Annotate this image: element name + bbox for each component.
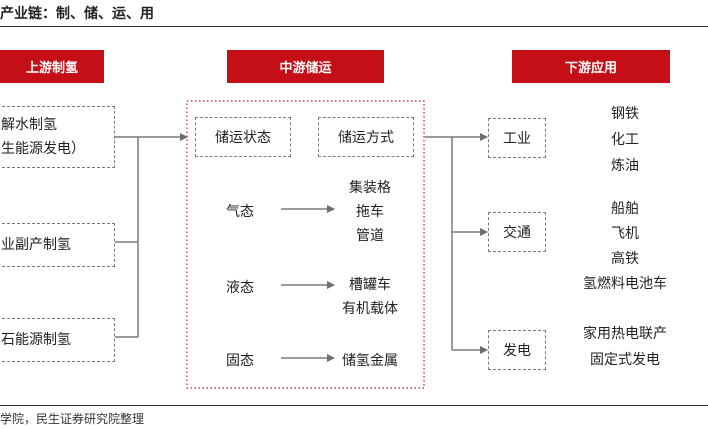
header-downstream: 下游应用 [512,50,670,83]
state-solid: 固态 [226,353,254,369]
use-item: 化工 [611,132,639,148]
upstream-line: 解水制氢 [1,117,57,133]
upstream-box-fossil: 石能源制氢 [0,318,115,362]
use-item: 船舶 [611,201,639,217]
header-upstream: 上游制氢 [0,50,104,83]
use-item: 家用热电联产 [583,326,667,342]
method-item: 槽罐车 [349,277,391,293]
method-item: 有机载体 [342,301,398,317]
method-item: 集装格 [349,180,391,196]
upstream-line: 石能源制氢 [1,332,71,348]
upstream-box-electrolysis: 解水制氢 生能源发电） [0,106,115,168]
use-item: 飞机 [611,226,639,242]
method-item: 拖车 [356,204,384,220]
state-gas: 气态 [226,204,254,220]
use-item: 钢铁 [611,106,639,122]
midstream-frame [186,100,425,389]
use-item: 氢燃料电池车 [583,276,667,292]
upstream-line: 生能源发电） [1,141,85,157]
use-item: 高铁 [611,251,639,267]
title-rule [0,26,708,27]
use-item: 固定式发电 [590,352,660,368]
source-note: 学院，民生证券研究院整理 [0,412,145,426]
box-industry: 工业 [488,118,546,158]
page-title: 产业链：制、储、运、用 [0,6,154,22]
header-midstream: 中游储运 [227,50,384,83]
footer-rule [0,405,708,406]
state-liquid: 液态 [226,280,254,296]
method-item: 储氢金属 [342,353,398,369]
use-item: 炼油 [611,158,639,174]
box-storage-method: 储运方式 [318,117,414,157]
upstream-box-byproduct: 业副产制氢 [0,223,115,267]
box-power: 发电 [488,330,546,370]
upstream-line: 业副产制氢 [1,237,71,253]
method-item: 管道 [356,228,384,244]
box-storage-state: 储运状态 [195,117,291,157]
box-transport: 交通 [488,212,546,252]
